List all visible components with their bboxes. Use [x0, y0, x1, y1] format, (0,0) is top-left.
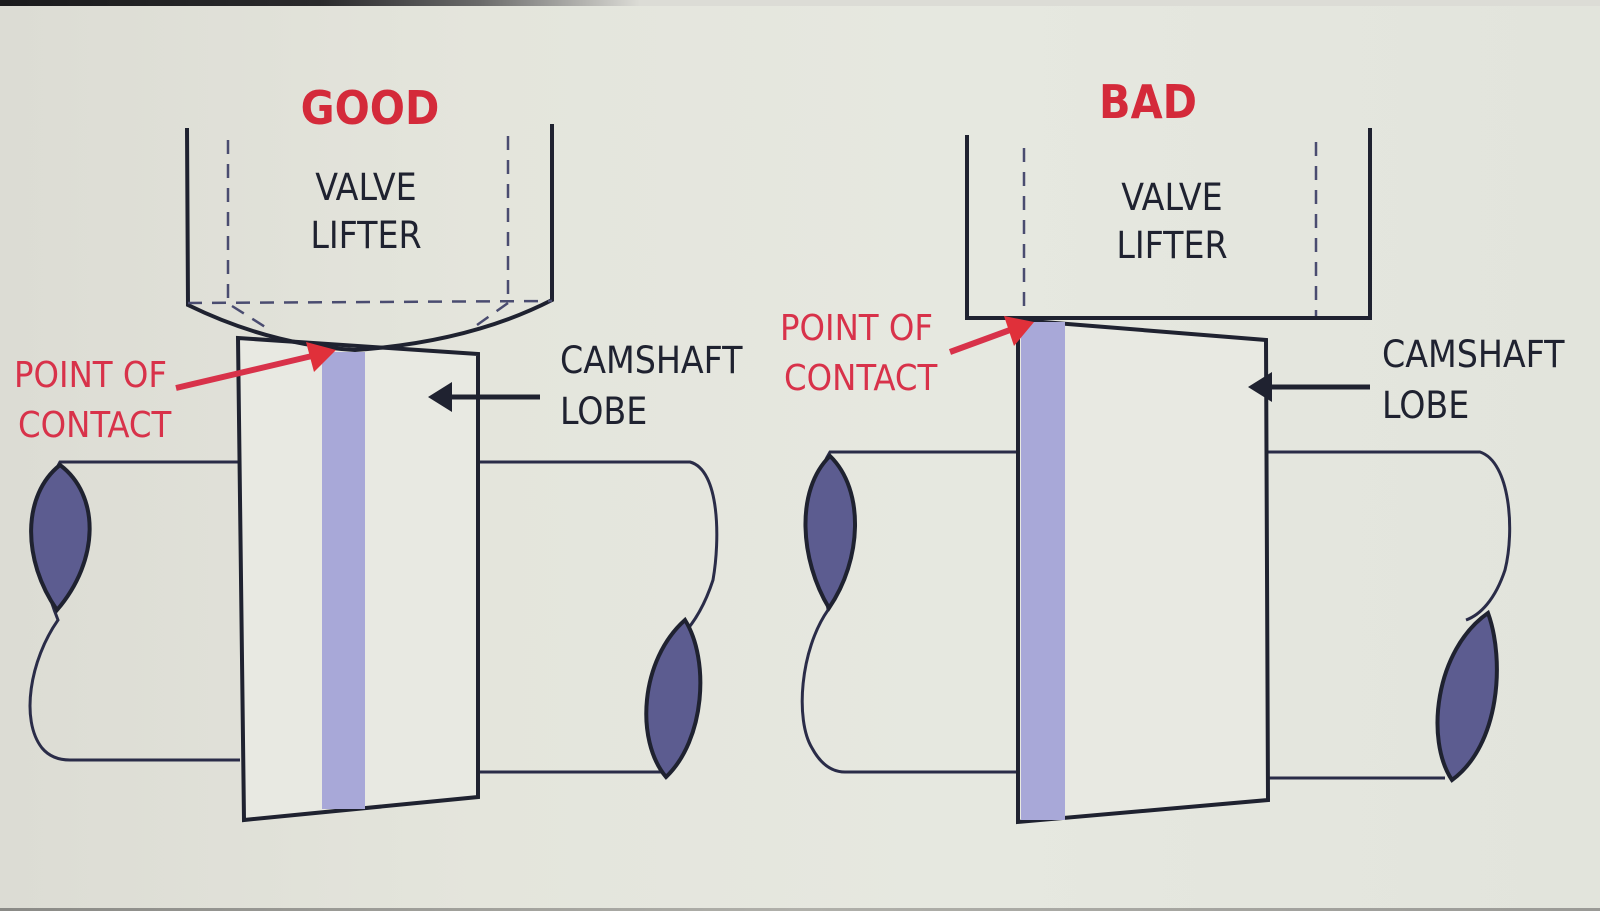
- bad-cam-lobe: [1016, 317, 1271, 825]
- good-lobe-label-line1: CAMSHAFT: [560, 339, 743, 382]
- bad-right-shaft-end: [1435, 609, 1499, 783]
- bad-lobe-label-line2: LOBE: [1382, 384, 1469, 427]
- good-lobe-label-line2: LOBE: [560, 390, 647, 433]
- good-contact-band: [322, 352, 365, 809]
- bad-contact-label-line1: POINT OF: [780, 308, 933, 349]
- good-right-shaft-end: [644, 616, 703, 780]
- bad-valve-lifter: VALVE LIFTER: [965, 128, 1372, 320]
- bad-panel: BAD VALVE LIFTER POINT OF CONTACT: [780, 75, 1565, 825]
- bad-contact-band: [1021, 322, 1065, 820]
- bad-lifter-label-line1: VALVE: [1121, 176, 1222, 219]
- good-panel: GOOD VALVE LIFTER POINT OF CONTACT: [14, 81, 743, 823]
- good-lifter-label-line1: VALVE: [315, 166, 416, 209]
- bad-right-shaft: [1262, 450, 1512, 783]
- bad-left-shaft: [800, 450, 1020, 774]
- good-contact-label-line1: POINT OF: [14, 355, 167, 396]
- bad-lobe-arrow-icon: [1248, 372, 1370, 402]
- screen-top-edge: [0, 0, 1600, 6]
- bad-lifter-label-line2: LIFTER: [1116, 224, 1227, 267]
- bad-contact-arrow-icon: [948, 316, 1034, 355]
- good-valve-lifter: VALVE LIFTER: [185, 124, 554, 353]
- good-contact-label-line2: CONTACT: [18, 405, 171, 446]
- screen-bottom-edge: [0, 908, 1600, 911]
- good-title: GOOD: [301, 81, 440, 135]
- good-contact-arrow-icon: [175, 342, 336, 391]
- bad-lobe-label-line1: CAMSHAFT: [1382, 333, 1565, 376]
- good-right-shaft: [478, 460, 719, 780]
- bad-title: BAD: [1099, 75, 1197, 129]
- good-lifter-label-line2: LIFTER: [310, 214, 421, 257]
- good-left-shaft: [28, 460, 240, 762]
- bad-left-shaft-end: [803, 453, 857, 612]
- bad-contact-label-line2: CONTACT: [784, 358, 937, 399]
- good-left-shaft-end: [29, 462, 92, 614]
- good-lobe-arrow-icon: [428, 382, 540, 412]
